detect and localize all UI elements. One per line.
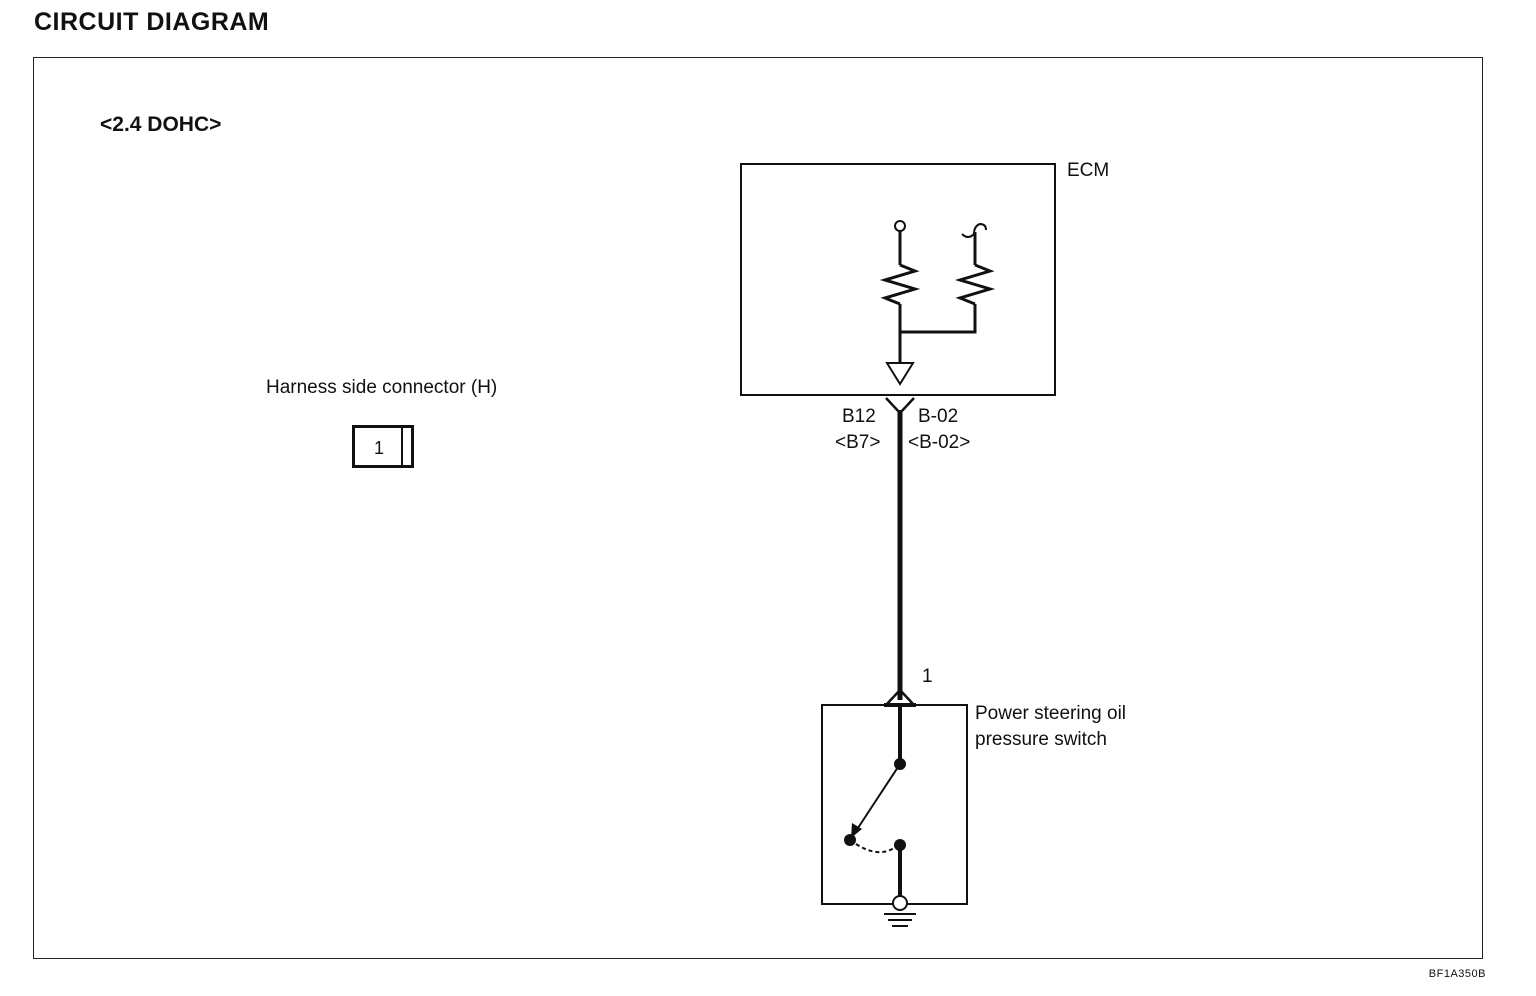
switch-pin-connector — [885, 688, 915, 706]
harness-connector-icon: 1 — [352, 425, 414, 468]
switch-dashed-link — [855, 843, 895, 854]
harness-connector-label: Harness side connector (H) — [266, 377, 498, 398]
switch-open-contact — [844, 834, 856, 846]
ecm-pin-right-top: B-02 — [918, 406, 959, 427]
switch-pin-number: 1 — [922, 666, 933, 687]
ecm-input-triangle — [885, 362, 915, 386]
ecm-pin-right-bottom: <B-02> — [908, 432, 971, 453]
ecm-signal-symbol — [961, 222, 987, 238]
switch-label-line1: Power steering oil — [975, 703, 1127, 724]
ecm-pin-left-bottom: <B7> — [835, 432, 881, 453]
connector-pin-number: 1 — [373, 438, 384, 458]
switch-arrow-icon — [851, 823, 862, 838]
ground-icon — [884, 913, 916, 927]
ecm-pullup-resistor — [879, 263, 921, 306]
switch-label-line2: pressure switch — [975, 729, 1107, 750]
switch-blade — [855, 763, 901, 832]
connector-latch — [401, 428, 403, 465]
diagram-frame — [33, 57, 1483, 959]
ecm-box — [740, 163, 1056, 396]
ecm-supply-terminal — [894, 220, 906, 232]
engine-variant-label: <2.4 DOHC> — [100, 113, 222, 136]
switch-box — [821, 704, 968, 905]
ground-terminal — [892, 895, 908, 911]
figure-code: BF1A350B — [1428, 968, 1486, 980]
ecm-label: ECM — [1067, 160, 1110, 181]
ecm-pin-left-top: B12 — [842, 406, 876, 427]
page-title: CIRCUIT DIAGRAM — [34, 8, 270, 36]
ecm-sense-resistor — [954, 263, 996, 306]
